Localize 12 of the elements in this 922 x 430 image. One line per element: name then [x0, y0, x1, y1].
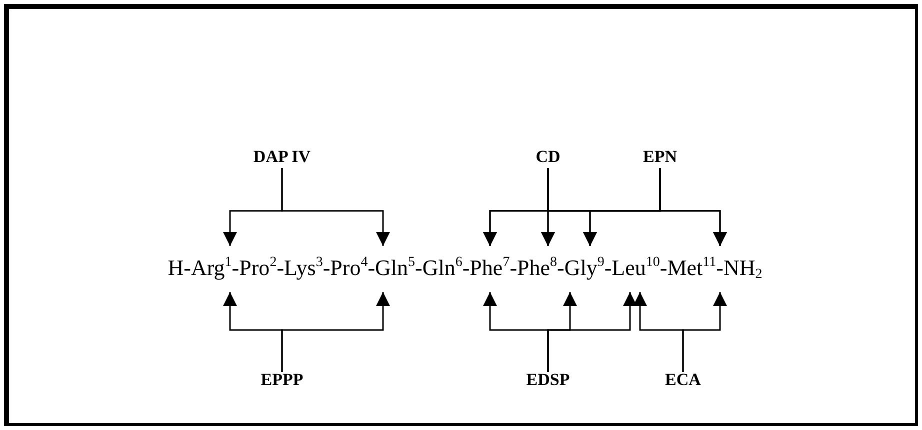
arrow — [547, 292, 637, 372]
arrow — [281, 292, 390, 372]
enzyme-label: EPN — [615, 146, 705, 168]
peptide-sequence: H-Arg$^{1}$-Pro$^{2}$-Lys$^{3}$-Pro$^{4}$-Gln$^{5}$-Gln$^{6}$-Phe$^{7}$-Phe$^{8}$-Gly$^{9}$-Leu$^{10}$-Met$^{11}$-NH$_{2}$ — [150, 254, 780, 282]
enzyme-label: CD — [503, 146, 593, 168]
enzyme-label: EPPP — [237, 369, 327, 391]
enzyme-label: ECA — [638, 369, 728, 391]
enzyme-label: DAP IV — [237, 146, 327, 168]
enzyme-label: EDSP — [503, 369, 593, 391]
arrow — [659, 168, 727, 246]
arrow — [682, 292, 727, 372]
arrow — [281, 168, 390, 246]
